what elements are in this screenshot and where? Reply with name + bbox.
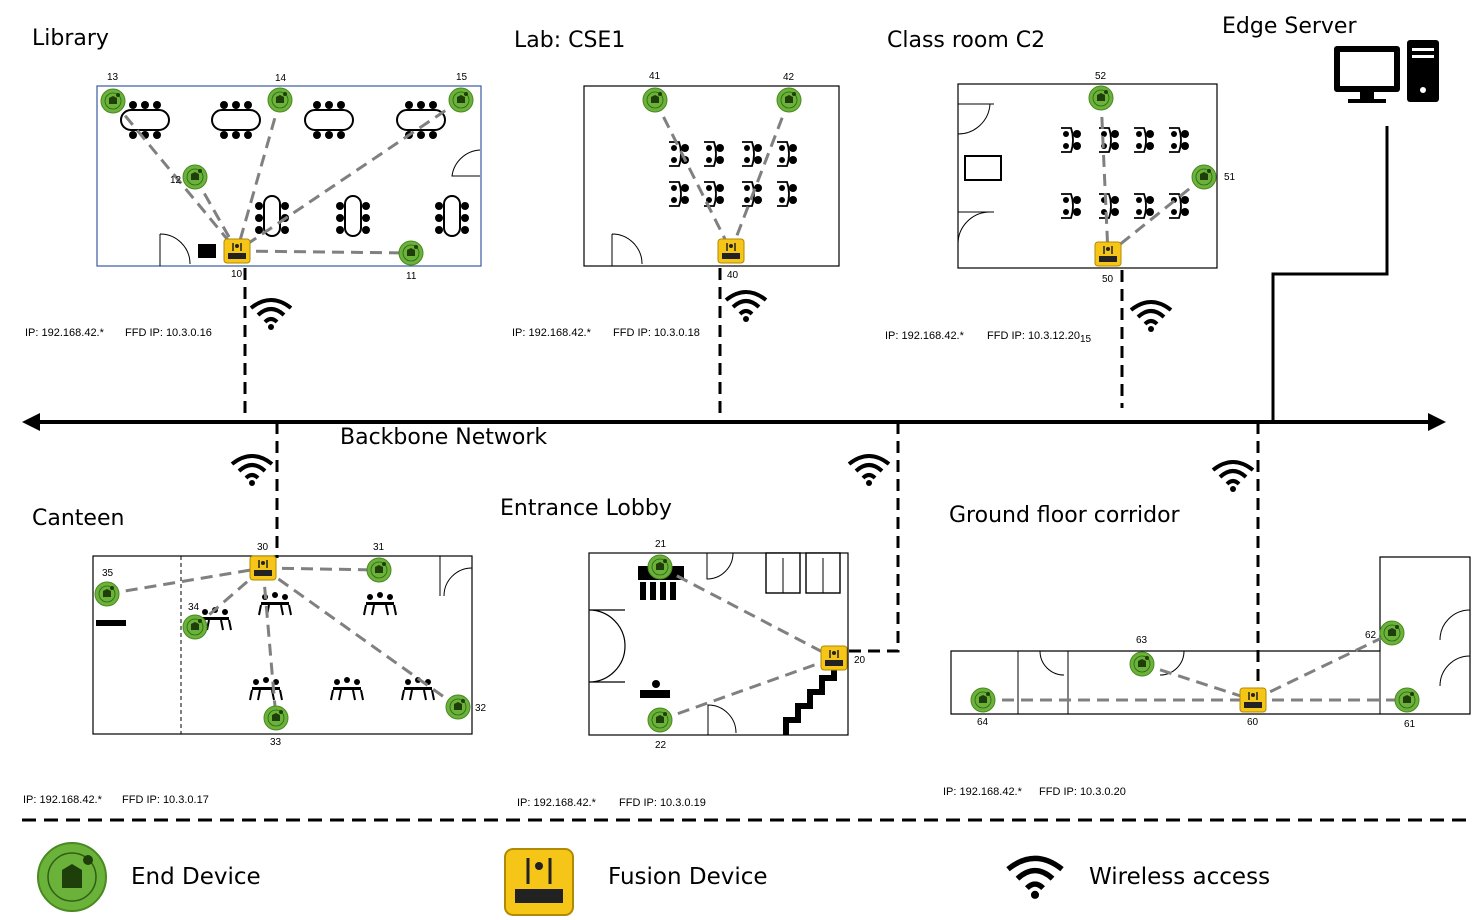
wifi-icon-lobby: [847, 454, 891, 488]
node-label: 33: [270, 737, 282, 748]
wifi-icon-lab: [724, 290, 768, 324]
zone-title-lobby: Entrance Lobby: [500, 496, 672, 521]
ffd-ip-classroom: FFD IP: 10.3.12.2015: [987, 330, 1092, 345]
node-label: 21: [655, 539, 667, 550]
zone-title-library: Library: [32, 26, 109, 51]
edge-server-title: Edge Server: [1222, 14, 1357, 39]
node-label: 41: [649, 71, 661, 82]
ffd-ip-library: FFD IP: 10.3.0.16: [125, 327, 212, 339]
node-label: 35: [102, 568, 114, 579]
ip-lobby: IP: 192.168.42.*: [517, 797, 596, 809]
node-label: 62: [1365, 630, 1377, 641]
node-label: 31: [373, 542, 385, 553]
presentation-board-icon: [964, 155, 1002, 181]
node-label: 51: [1224, 172, 1236, 183]
ip-canteen: IP: 192.168.42.*: [23, 794, 102, 806]
node-label: 34: [188, 602, 200, 613]
printer-icon: [198, 244, 216, 258]
node-label: 50: [1102, 274, 1114, 285]
wifi-icon-classroom: [1129, 300, 1173, 334]
server-link: [1271, 126, 1389, 422]
ip-corridor: IP: 192.168.42.*: [943, 786, 1022, 798]
wifi-icon-canteen: [230, 454, 274, 488]
zone-title-canteen: Canteen: [32, 506, 125, 531]
wireless-links: [106, 97, 1407, 722]
node-label: 10: [231, 269, 243, 280]
reception-desk-icon: [640, 690, 670, 698]
legend-fusion-device-label: Fusion Device: [608, 864, 768, 890]
node-label: 14: [275, 73, 287, 84]
zone-title-lab: Lab: CSE1: [514, 28, 626, 53]
legend-end-device-icon: [37, 842, 107, 912]
ffd-ip-corridor: FFD IP: 10.3.0.20: [1039, 786, 1126, 798]
node-label: 20: [854, 655, 866, 666]
drop-links: [243, 268, 1260, 690]
backbone-label: Backbone Network: [340, 425, 548, 450]
wifi-icon-library: [249, 298, 293, 332]
node-label: 61: [1404, 719, 1416, 730]
backbone-arrow-left: [22, 413, 40, 431]
legend-fusion-device-icon: [504, 848, 574, 916]
backbone-arrow-right: [1428, 413, 1446, 431]
node-label: 63: [1136, 635, 1148, 646]
node-label: 42: [783, 72, 795, 83]
ffd-ip-lab: FFD IP: 10.3.0.18: [613, 327, 700, 339]
desktop-computer-icon: [1334, 40, 1439, 103]
node-label: 13: [107, 72, 119, 83]
wifi-icon-corridor: [1211, 460, 1255, 494]
ffd-ip-lobby: FFD IP: 10.3.0.19: [619, 797, 706, 809]
legend-wifi-icon: [1006, 855, 1064, 899]
legend-wireless-label: Wireless access: [1089, 864, 1271, 890]
node-label: 12: [170, 175, 182, 186]
legend-end-device-label: End Device: [131, 864, 261, 890]
zone-title-corridor: Ground floor corridor: [949, 503, 1180, 528]
node-label: 52: [1095, 71, 1107, 82]
zone-title-classroom: Class room C2: [887, 28, 1046, 53]
lab-room: [583, 85, 840, 267]
node-label: 22: [655, 740, 667, 751]
ip-library: IP: 192.168.42.*: [25, 327, 104, 339]
node-label: 32: [475, 703, 487, 714]
ip-classroom: IP: 192.168.42.*: [885, 330, 964, 342]
ip-lab: IP: 192.168.42.*: [512, 327, 591, 339]
node-label: 11: [406, 271, 417, 282]
node-label: 30: [257, 542, 269, 553]
node-label: 15: [456, 72, 468, 83]
staircase-icon: [783, 661, 848, 735]
kitchen-counter-icon: [96, 620, 126, 626]
node-label: 40: [727, 270, 739, 281]
node-label: 64: [977, 717, 989, 728]
node-label: 60: [1247, 717, 1259, 728]
ffd-ip-canteen: FFD IP: 10.3.0.17: [122, 794, 209, 806]
